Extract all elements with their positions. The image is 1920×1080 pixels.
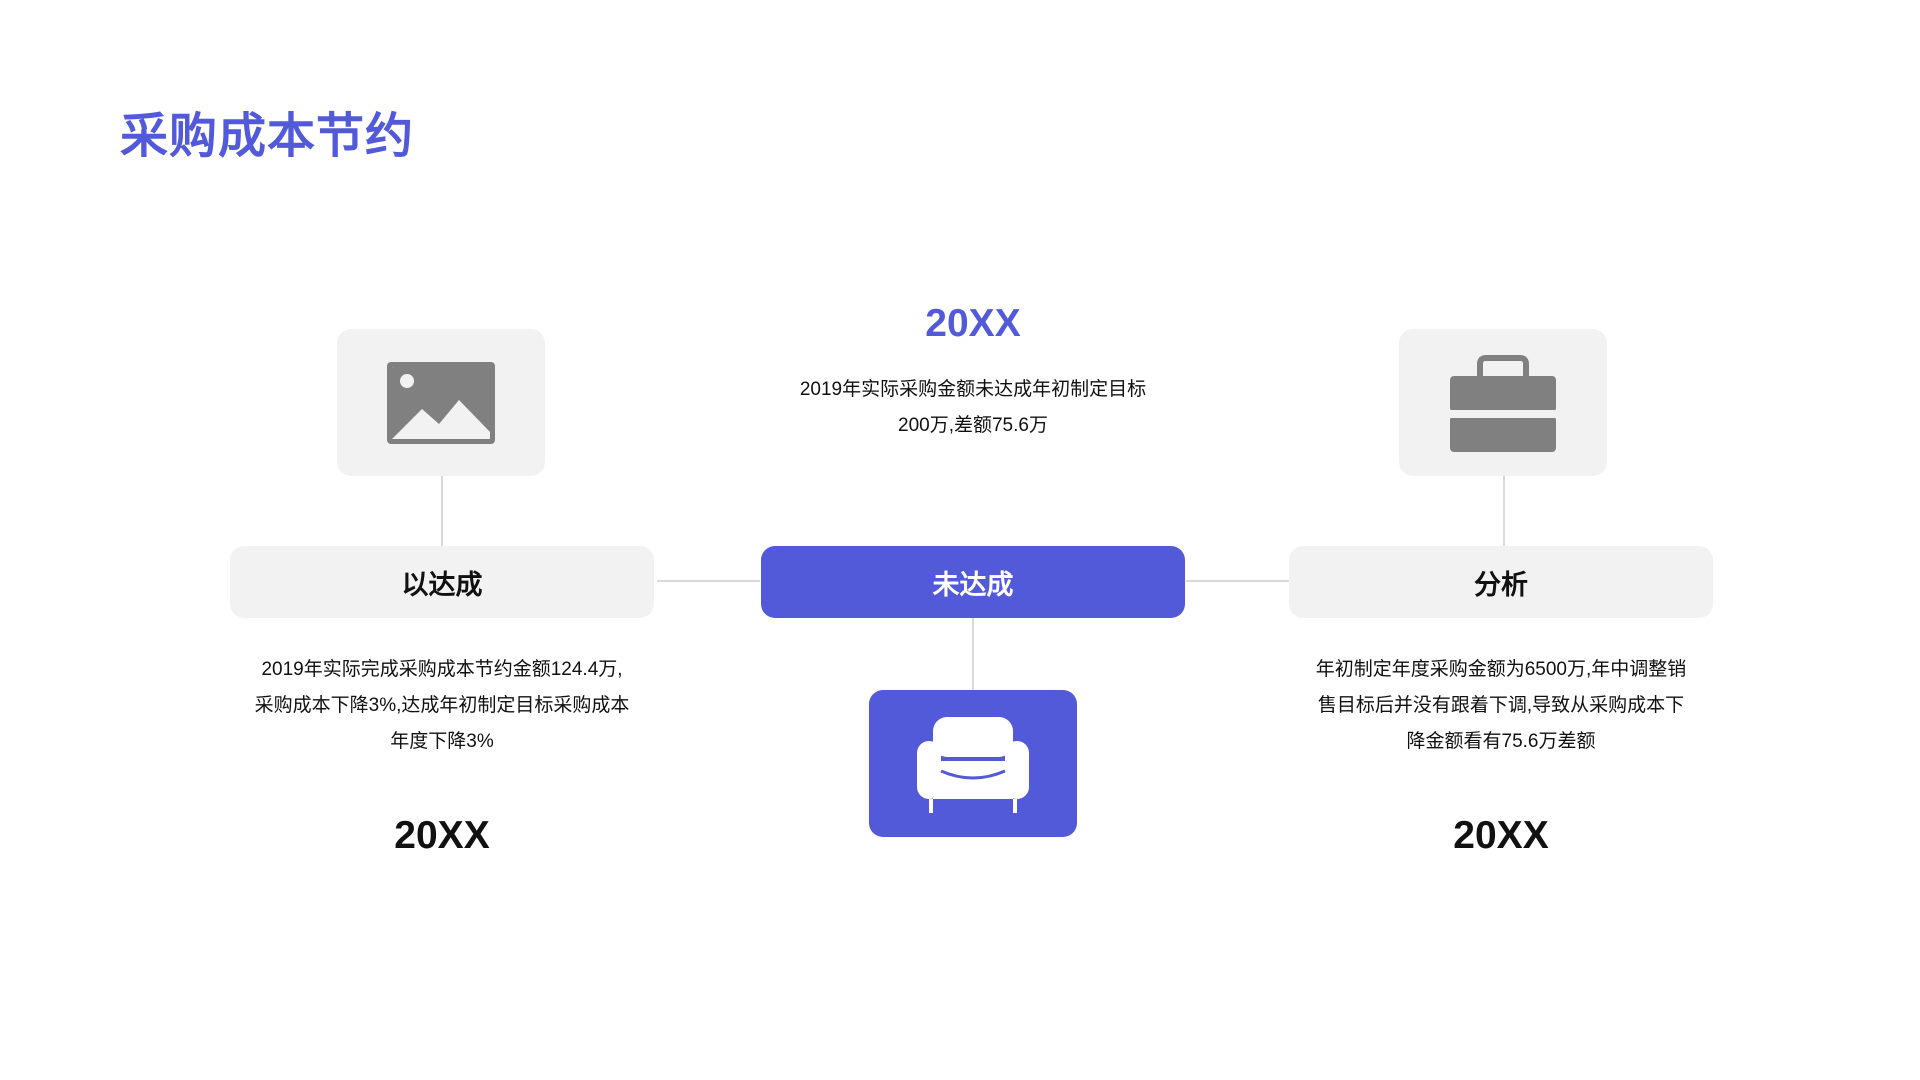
status-achieved-label: 以达成 bbox=[230, 546, 654, 618]
center-year: 20XX bbox=[925, 302, 1021, 345]
left-desc-line: 年度下降3% bbox=[390, 731, 494, 752]
image-icon bbox=[387, 361, 495, 444]
right-desc-line: 年初制定年度采购金额为6500万,年中调整销 bbox=[1315, 659, 1687, 680]
center-desc-line: 200万,差额75.6万 bbox=[898, 415, 1048, 436]
center-icon-card bbox=[869, 690, 1077, 837]
left-description: 2019年实际完成采购成本节约金额124.4万, 采购成本下降3%,达成年初制定… bbox=[230, 652, 654, 760]
right-desc-line: 降金额看有75.6万差额 bbox=[1406, 731, 1596, 752]
right-year: 20XX bbox=[1453, 814, 1549, 857]
briefcase-icon bbox=[1450, 354, 1556, 452]
center-description: 2019年实际采购金额未达成年初制定目标 200万,差额75.6万 bbox=[761, 372, 1185, 444]
analysis-label: 分析 bbox=[1289, 546, 1713, 618]
left-desc-line: 2019年实际完成采购成本节约金额124.4万, bbox=[261, 659, 623, 680]
left-icon-card bbox=[337, 329, 545, 476]
right-icon-card bbox=[1399, 329, 1607, 476]
left-year: 20XX bbox=[394, 814, 490, 857]
status-not-achieved-label: 未达成 bbox=[761, 546, 1185, 618]
center-desc-line: 2019年实际采购金额未达成年初制定目标 bbox=[799, 379, 1147, 400]
left-desc-line: 采购成本下降3%,达成年初制定目标采购成本 bbox=[254, 695, 630, 716]
connector-left-horizontal bbox=[657, 580, 760, 582]
connector-right-horizontal bbox=[1186, 580, 1289, 582]
sofa-icon bbox=[917, 716, 1029, 813]
page-title: 采购成本节约 bbox=[120, 110, 415, 163]
right-description: 年初制定年度采购金额为6500万,年中调整销 售目标后并没有跟着下调,导致从采购… bbox=[1289, 652, 1713, 760]
connector-left-vertical bbox=[441, 476, 443, 546]
right-desc-line: 售目标后并没有跟着下调,导致从采购成本下 bbox=[1317, 695, 1685, 716]
connector-center-vertical bbox=[972, 618, 974, 690]
connector-right-vertical bbox=[1503, 476, 1505, 546]
